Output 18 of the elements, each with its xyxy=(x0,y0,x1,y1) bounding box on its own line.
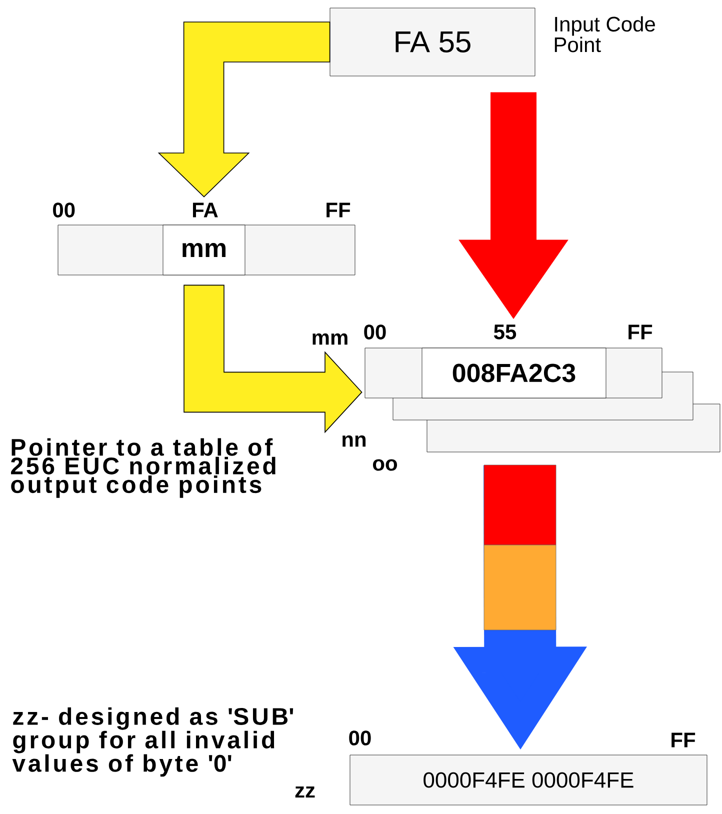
table-cell: 008FA2C3 xyxy=(422,348,606,398)
axis-label: FF xyxy=(326,202,350,218)
axis-label: nn xyxy=(342,435,366,447)
axis-label: 55 xyxy=(494,324,516,340)
axis-label: FF xyxy=(628,324,652,340)
code-box: FA 55 xyxy=(330,8,536,76)
note-text: zz- designed as 'SUB' group for all invalid values of byte '0' xyxy=(12,707,294,777)
block-arrow xyxy=(184,284,362,434)
axis-label: oo xyxy=(372,459,398,471)
note-text: Pointer to a table of 256 EUC normalized output code points xyxy=(11,438,276,498)
axis-label: zz xyxy=(295,786,315,798)
table-row: 0000F4FE 0000F4FE xyxy=(350,754,708,806)
axis-label: 00 xyxy=(53,202,75,218)
table-cell: mm xyxy=(162,224,246,276)
block-arrow xyxy=(158,22,330,198)
beside-text: Input Code Point xyxy=(554,16,655,52)
axis-label: mm xyxy=(312,333,348,345)
axis-label: 00 xyxy=(364,324,386,340)
